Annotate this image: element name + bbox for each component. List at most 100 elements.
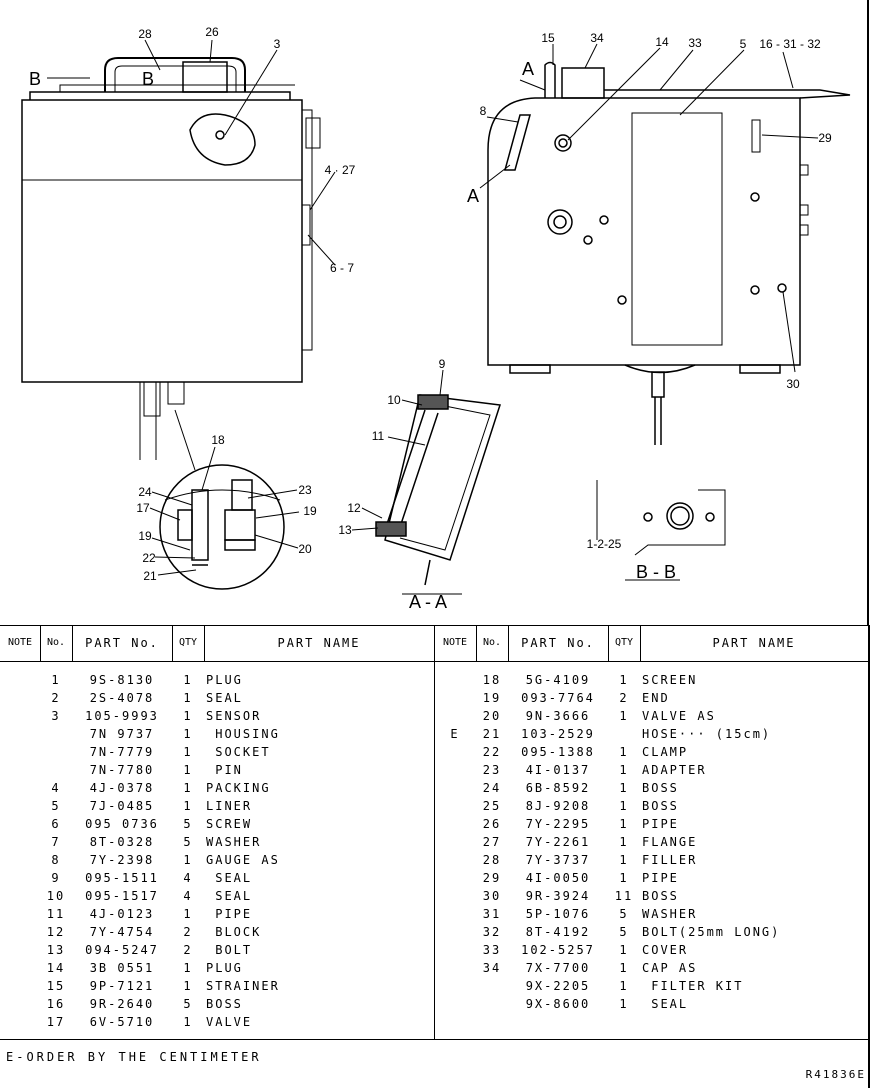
part-no-cell: 26 [482,817,502,831]
part-part-no-cell: 7Y-2261 [525,835,591,849]
parts-table: NOTE No. PART No. QTY PART NAME NOTE No.… [0,625,874,1088]
part-qty-cell: 4 [183,871,193,885]
part-qty-cell: 5 [183,997,193,1011]
part-note-cell [434,743,476,761]
callout-label: 1-2-25 [587,537,622,551]
part-name-cell: WASHER [642,907,698,921]
part-part-no-cell: 5P-1076 [525,907,591,921]
part-note-cell [434,941,476,959]
part-part-no-cell: 9X-8600 [525,997,591,1011]
callout-label: 13 [338,523,352,537]
part-name-cell: PLUG [206,961,243,975]
part-part-no-cell: 7N 9737 [89,727,155,741]
part-part-no-cell: 9P-7121 [89,979,155,993]
part-no-cell: 14 [46,961,66,975]
part-name-cell: END [642,691,670,705]
part-note-cell: E [450,727,460,741]
part-qty-cell: 1 [619,943,629,957]
part-no-cell: 8 [51,853,61,867]
part-part-no-cell: 9X-2205 [525,979,591,993]
part-name-cell: BOSS [642,799,679,813]
part-part-no-cell: 3B 0551 [89,961,155,975]
part-no-cell: 25 [482,799,502,813]
callout-label: 28 [138,27,152,41]
part-part-no-cell: 4J-0123 [89,907,155,921]
part-name-cell: PLUG [206,673,243,687]
part-qty-cell: 1 [619,799,629,813]
part-no-cell: 1 [51,673,61,687]
part-no-cell: 15 [46,979,66,993]
part-no-cell: 7 [51,835,61,849]
part-no-cell: 21 [482,727,502,741]
callout-label: 26 [205,25,219,39]
part-part-no-cell: 4J-0378 [89,781,155,795]
document-reference: R41836E [805,1068,866,1081]
part-qty-cell [608,725,640,743]
part-note-cell [0,671,40,689]
callout-label: B [29,69,41,89]
callout-label: 30 [786,377,800,391]
part-note-cell [434,761,476,779]
header-note-right: NOTE [442,637,468,648]
part-qty-cell: 1 [619,835,629,849]
part-note-cell [434,833,476,851]
part-note-cell [434,815,476,833]
callout-label: 8 [480,104,487,118]
callout-label: 15 [541,31,555,45]
part-part-no-cell: 7N-7780 [89,763,155,777]
part-name-cell: SEAL [206,691,243,705]
part-part-no-cell: 7N-7779 [89,745,155,759]
callout-label: 19 [303,504,317,518]
part-no-cell: 4 [51,781,61,795]
part-no-cell: 24 [482,781,502,795]
part-qty-cell: 1 [619,961,629,975]
part-name-cell: FILTER KIT [642,979,744,993]
part-name-cell: PIPE [642,817,679,831]
part-name-cell: SCREEN [642,673,698,687]
part-no-cell [40,743,72,761]
part-name-cell: PIPE [206,907,253,921]
callout-label: A [522,59,534,79]
part-note-cell [0,689,40,707]
part-part-no-cell: 6V-5710 [89,1015,155,1029]
part-part-no-cell: 094-5247 [85,943,159,957]
part-note-cell [434,797,476,815]
part-no-cell: 9 [51,871,61,885]
part-no-cell: 2 [51,691,61,705]
callout-label: A - A [409,592,447,612]
part-note-cell [434,995,476,1013]
part-name-cell: PIPE [642,871,679,885]
part-qty-cell: 4 [183,889,193,903]
part-qty-cell: 1 [183,673,193,687]
part-qty-cell: 1 [183,979,193,993]
part-no-cell: 12 [46,925,66,939]
part-qty-cell: 2 [183,943,193,957]
part-name-cell: SEAL [642,997,689,1011]
part-name-cell: BOSS [206,997,243,1011]
part-qty-cell: 2 [619,691,629,705]
callout-label: 22 [142,551,156,565]
part-qty-cell: 1 [183,961,193,975]
part-name-cell: SEAL [206,871,253,885]
part-part-no-cell: 6B-8592 [525,781,591,795]
section-a-a [375,394,501,586]
part-part-no-cell: 093-7764 [521,691,595,705]
callout-label: 6 - 7 [330,261,354,275]
callout-label: 4 · 27 [325,163,356,177]
part-no-cell: 33 [482,943,502,957]
part-no-cell: 29 [482,871,502,885]
callout-label: 29 [818,131,832,145]
part-name-cell: HOUSING [206,727,280,741]
part-name-cell: SCREW [206,817,253,831]
part-part-no-cell: 8J-9208 [525,799,591,813]
part-note-cell [0,905,40,923]
part-name-cell: SOCKET [206,745,271,759]
part-note-cell [0,797,40,815]
header-part-name-left: PART NAME [277,636,361,650]
part-note-cell [0,707,40,725]
part-qty-cell: 1 [619,763,629,777]
part-part-no-cell: 095-1517 [85,889,159,903]
part-part-no-cell: 2S-4078 [89,691,155,705]
part-part-no-cell: 9S-8130 [89,673,155,687]
part-note-cell [0,833,40,851]
